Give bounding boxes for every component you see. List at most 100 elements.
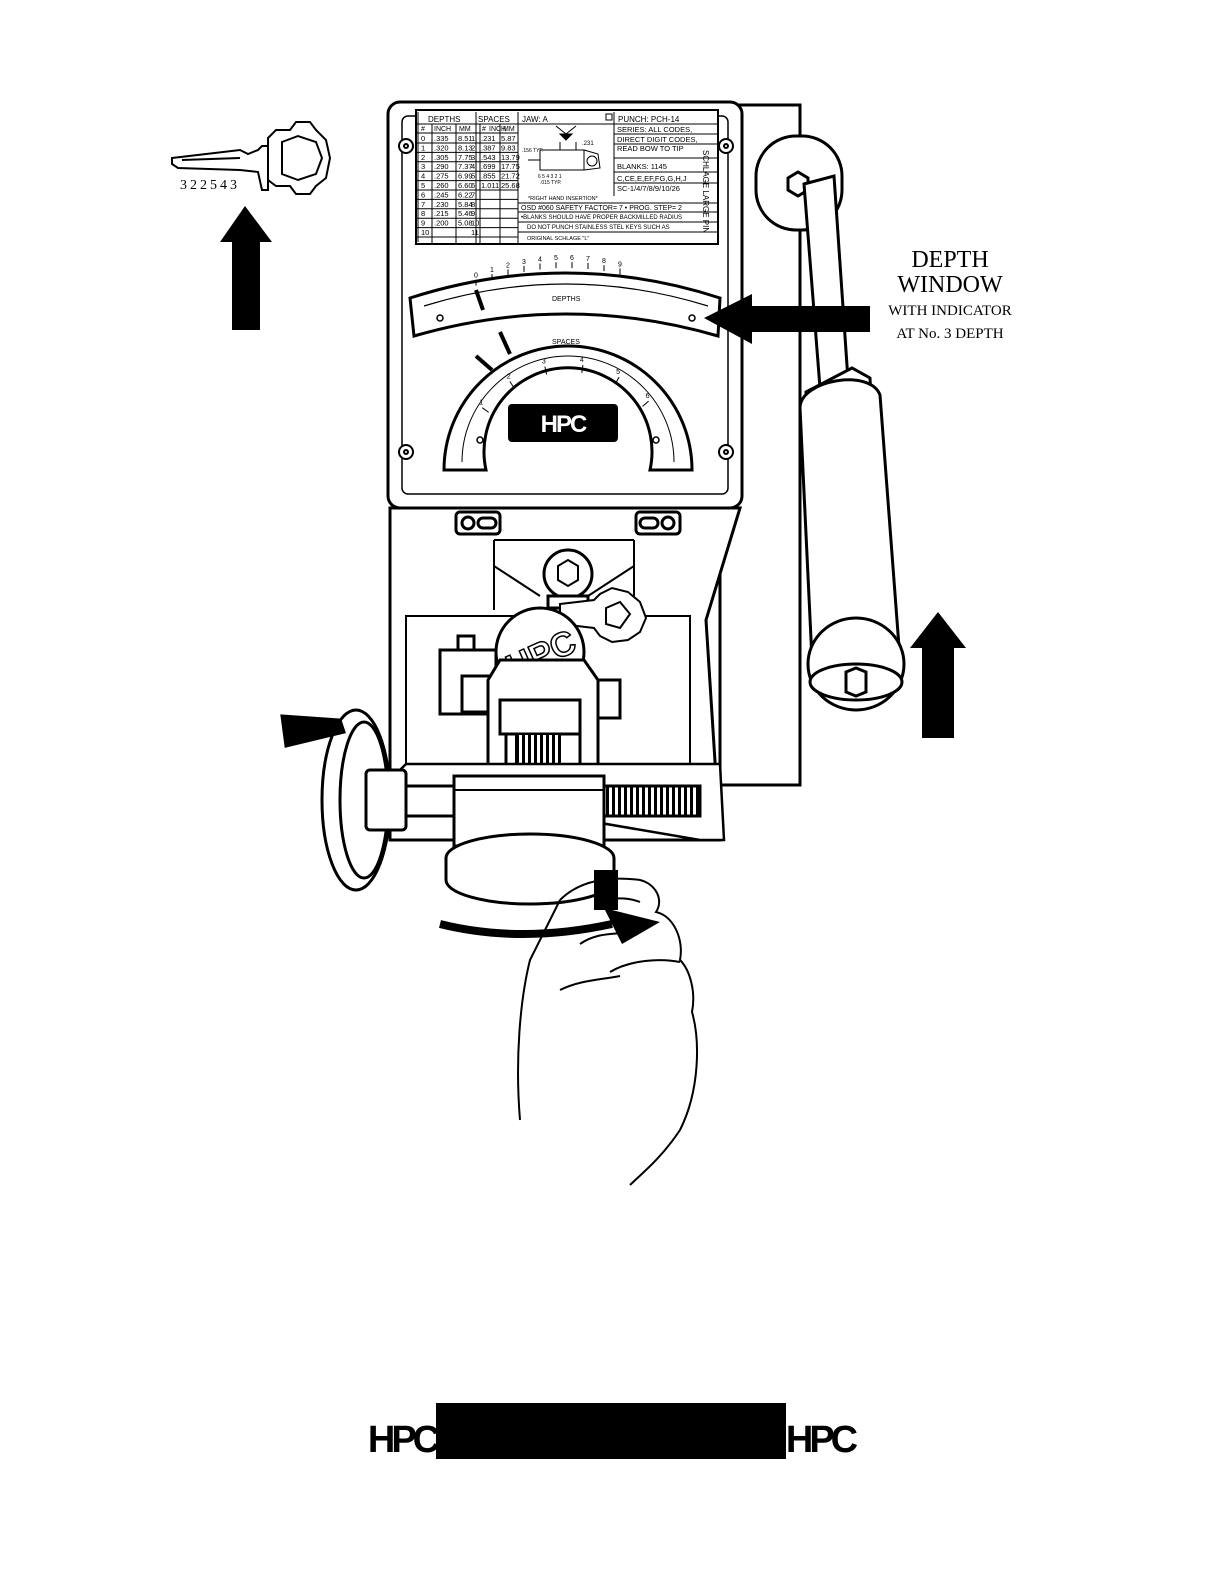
- spaces-label: SPACES: [552, 339, 580, 346]
- space-tick-mark: [642, 400, 649, 407]
- card-head-spaces: SPACES: [478, 115, 510, 124]
- space-tick-mark: [544, 366, 548, 375]
- card-head-punch: PUNCH: PCH-14: [618, 115, 680, 124]
- card-no-punch: DO NOT PUNCH STAINLESS STEL KEYS SUCH AS: [527, 225, 670, 231]
- space-row-mm: 21.72: [501, 172, 520, 181]
- depth-row-inch: .260: [434, 181, 449, 190]
- space-tick-mark: [581, 364, 584, 374]
- hpc-badge: HPC: [508, 404, 618, 442]
- card-read: READ BOW TO TIP: [617, 144, 684, 153]
- space-row-num: 11: [471, 228, 479, 237]
- card-head-depths: DEPTHS: [428, 115, 460, 124]
- space-tick-mark: [481, 407, 490, 413]
- depth-row-num: 10: [421, 228, 429, 237]
- dim-231: .231: [582, 141, 594, 147]
- spaces-indicator: [498, 331, 512, 355]
- bottom-dial: [444, 832, 618, 910]
- space-row-mm: 17.75: [501, 162, 520, 171]
- card-col-inch-2: INCH: [489, 126, 506, 133]
- card-head-jaw: JAW: A: [522, 115, 548, 124]
- space-tick-label: 5: [616, 369, 620, 376]
- space-row-num: 2: [471, 143, 475, 152]
- depth-row-mm: 5.46: [458, 209, 473, 218]
- dim-156: .156 TYP.: [522, 148, 544, 154]
- card-col-mm-2: MM: [503, 126, 515, 133]
- code-card: DEPTHS SPACES JAW: A PUNCH: PCH-14 # INC…: [415, 109, 719, 245]
- depth-row-mm: 6.99: [458, 172, 473, 181]
- carriage-shaft: [381, 762, 726, 848]
- depth-row-inch: .320: [434, 143, 449, 152]
- depth-row-mm: 7.37: [458, 162, 473, 171]
- depth-tick-label: 2: [506, 262, 510, 269]
- card-osd: OSD #060 SAFETY FACTOR= 7 • PROG. STEP= …: [521, 205, 682, 212]
- callout-title-1: DEPTH: [911, 247, 989, 273]
- card-side-label: SCHLAGE LARGE PIN: [701, 150, 710, 233]
- card-keyways: C,CE,E,EF,FG,G,H,J: [617, 174, 687, 183]
- depth-row-mm: 5.84: [458, 200, 473, 209]
- depth-row-inch: .335: [434, 134, 449, 143]
- space-row-inch: .855: [481, 172, 496, 181]
- depth-row-num: 6: [421, 190, 425, 199]
- space-tick-label: 2: [507, 373, 511, 380]
- card-blanks-note: •BLANKS SHOULD HAVE PROPER BACKMILLED RA…: [521, 215, 682, 221]
- depths-label: DEPTHS: [552, 296, 581, 303]
- space-row-mm: 9.83: [501, 143, 516, 152]
- space-tick-label: 6: [646, 393, 650, 400]
- card-right-hand: *RIGHT HAND INSERTION*: [528, 196, 599, 202]
- key-in-clamp-icon: [559, 586, 648, 644]
- handle-up-arrow-icon: [910, 612, 966, 738]
- depth-tick-label: 0: [474, 273, 478, 280]
- card-blanks: BLANKS: 1145: [617, 162, 667, 171]
- space-tick-mark: [614, 376, 620, 385]
- space-tick-label: 3: [542, 359, 546, 366]
- depth-row-mm: 5.08: [458, 219, 473, 228]
- depth-tick-label: 8: [602, 258, 606, 265]
- rotation-arrow-icon: [439, 908, 660, 944]
- depth-row-inch: .245: [434, 190, 449, 199]
- depth-tick-label: 5: [554, 255, 558, 262]
- depth-window-callout: DEPTH WINDOW WITH INDICATOR AT No. 3 DEP…: [870, 247, 1030, 344]
- depth-row-num: 4: [421, 172, 425, 181]
- footer-logo-right: HPC: [786, 1419, 862, 1461]
- depth-tick-label: 9: [618, 261, 622, 268]
- depth-row-inch: .200: [434, 219, 449, 228]
- depth-row-num: 5: [421, 181, 425, 190]
- pin-numbers: 6 5 4 3 2 1: [538, 174, 562, 180]
- depth-row-inch: .275: [434, 172, 449, 181]
- footer-black-bar: [436, 1403, 786, 1459]
- space-row-num: 10: [471, 219, 479, 228]
- space-row-num: 7: [471, 190, 475, 199]
- depth-row-mm: 7.75: [458, 153, 473, 162]
- space-row-inch: .543: [481, 153, 496, 162]
- depth-row-inch: .215: [434, 209, 449, 218]
- space-row-inch: .387: [481, 143, 496, 152]
- depth-row-num: 8: [421, 209, 425, 218]
- card-series: SERIES: ALL CODES,: [617, 125, 692, 134]
- key-code-label: 322543: [180, 178, 240, 193]
- key-icon: [171, 121, 332, 195]
- space-row-num: 1: [471, 134, 475, 143]
- space-row-num: 4: [471, 162, 475, 171]
- depth-row-mm: 8.13: [458, 143, 473, 152]
- depth-row-mm: 6.22: [458, 190, 473, 199]
- depth-tick-label: 1: [490, 267, 494, 274]
- space-tick-label: 1: [479, 400, 483, 407]
- hand-illustration: [517, 877, 698, 1186]
- card-direct: DIRECT DIGIT CODES,: [617, 135, 698, 144]
- card-original: ORIGINAL SCHLAGE "L": [527, 236, 589, 242]
- depth-row-inch: .290: [434, 162, 449, 171]
- space-row-mm: 5.87: [501, 134, 516, 143]
- depth-row-num: 1: [421, 143, 425, 152]
- depth-indicator: [474, 289, 485, 311]
- space-row-inch: .231: [481, 134, 496, 143]
- card-col-inch: INCH: [434, 126, 451, 133]
- depth-row-inch: .230: [434, 200, 449, 209]
- callout-sub-2: AT No. 3 DEPTH: [896, 326, 1004, 343]
- card-col-num: #: [421, 126, 425, 133]
- depth-row-num: 0: [421, 134, 425, 143]
- card-sc: SC-1/4/7/8/9/10/26: [617, 184, 680, 193]
